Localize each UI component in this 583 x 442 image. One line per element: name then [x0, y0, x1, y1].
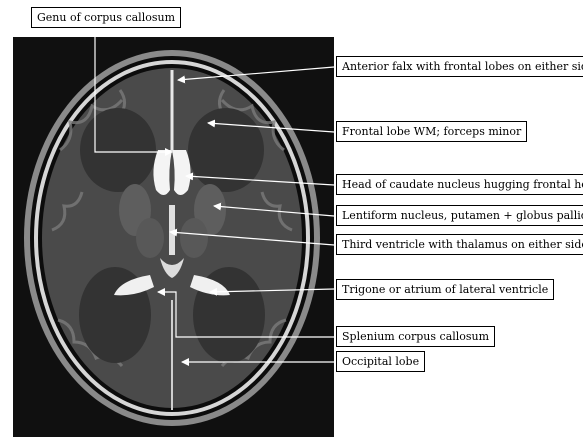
left-thalamus [136, 218, 164, 258]
right-frontal-wm [188, 108, 264, 192]
pointer-frontal-wm [207, 119, 335, 133]
label-trigone: Trigone or atrium of lateral ventricle [336, 279, 555, 300]
mri-image [13, 37, 334, 437]
pointer-genu [94, 27, 173, 156]
pointer-lentiform [213, 202, 335, 217]
label-occipital-lobe: Occipital lobe [336, 351, 426, 372]
label-third-ventricle: Third ventricle with thalamus on either … [336, 234, 583, 255]
pointer-falx [177, 66, 335, 84]
left-trigone [114, 275, 154, 296]
label-anterior-falx: Anterior falx with frontal lobes on eith… [336, 56, 583, 77]
label-splenium: Splenium corpus callosum [336, 326, 496, 347]
pointer-third-ventricle [169, 228, 335, 246]
label-head-of-caudate: Head of caudate nucleus hugging frontal … [336, 174, 583, 195]
pointer-splenium [157, 288, 334, 338]
pointer-lines [94, 27, 335, 366]
csf-rim [34, 60, 310, 416]
right-trigone [190, 275, 230, 296]
left-frontal-horn [153, 150, 172, 195]
quadrigeminal-cistern [160, 258, 184, 278]
third-ventricle [169, 205, 175, 255]
right-thalamus [180, 218, 208, 258]
cortical-gyri [51, 89, 293, 368]
pointer-trigone [209, 287, 335, 296]
right-frontal-horn [172, 150, 191, 195]
pointer-caudate [185, 172, 335, 186]
label-lentiform-nucleus: Lentiform nucleus, putamen + globus pall… [336, 205, 583, 226]
label-genu-corpus-callosum: Genu of corpus callosum [31, 7, 181, 28]
left-frontal-wm [80, 108, 156, 192]
label-frontal-lobe-wm: Frontal lobe WM; forceps minor [336, 121, 528, 142]
